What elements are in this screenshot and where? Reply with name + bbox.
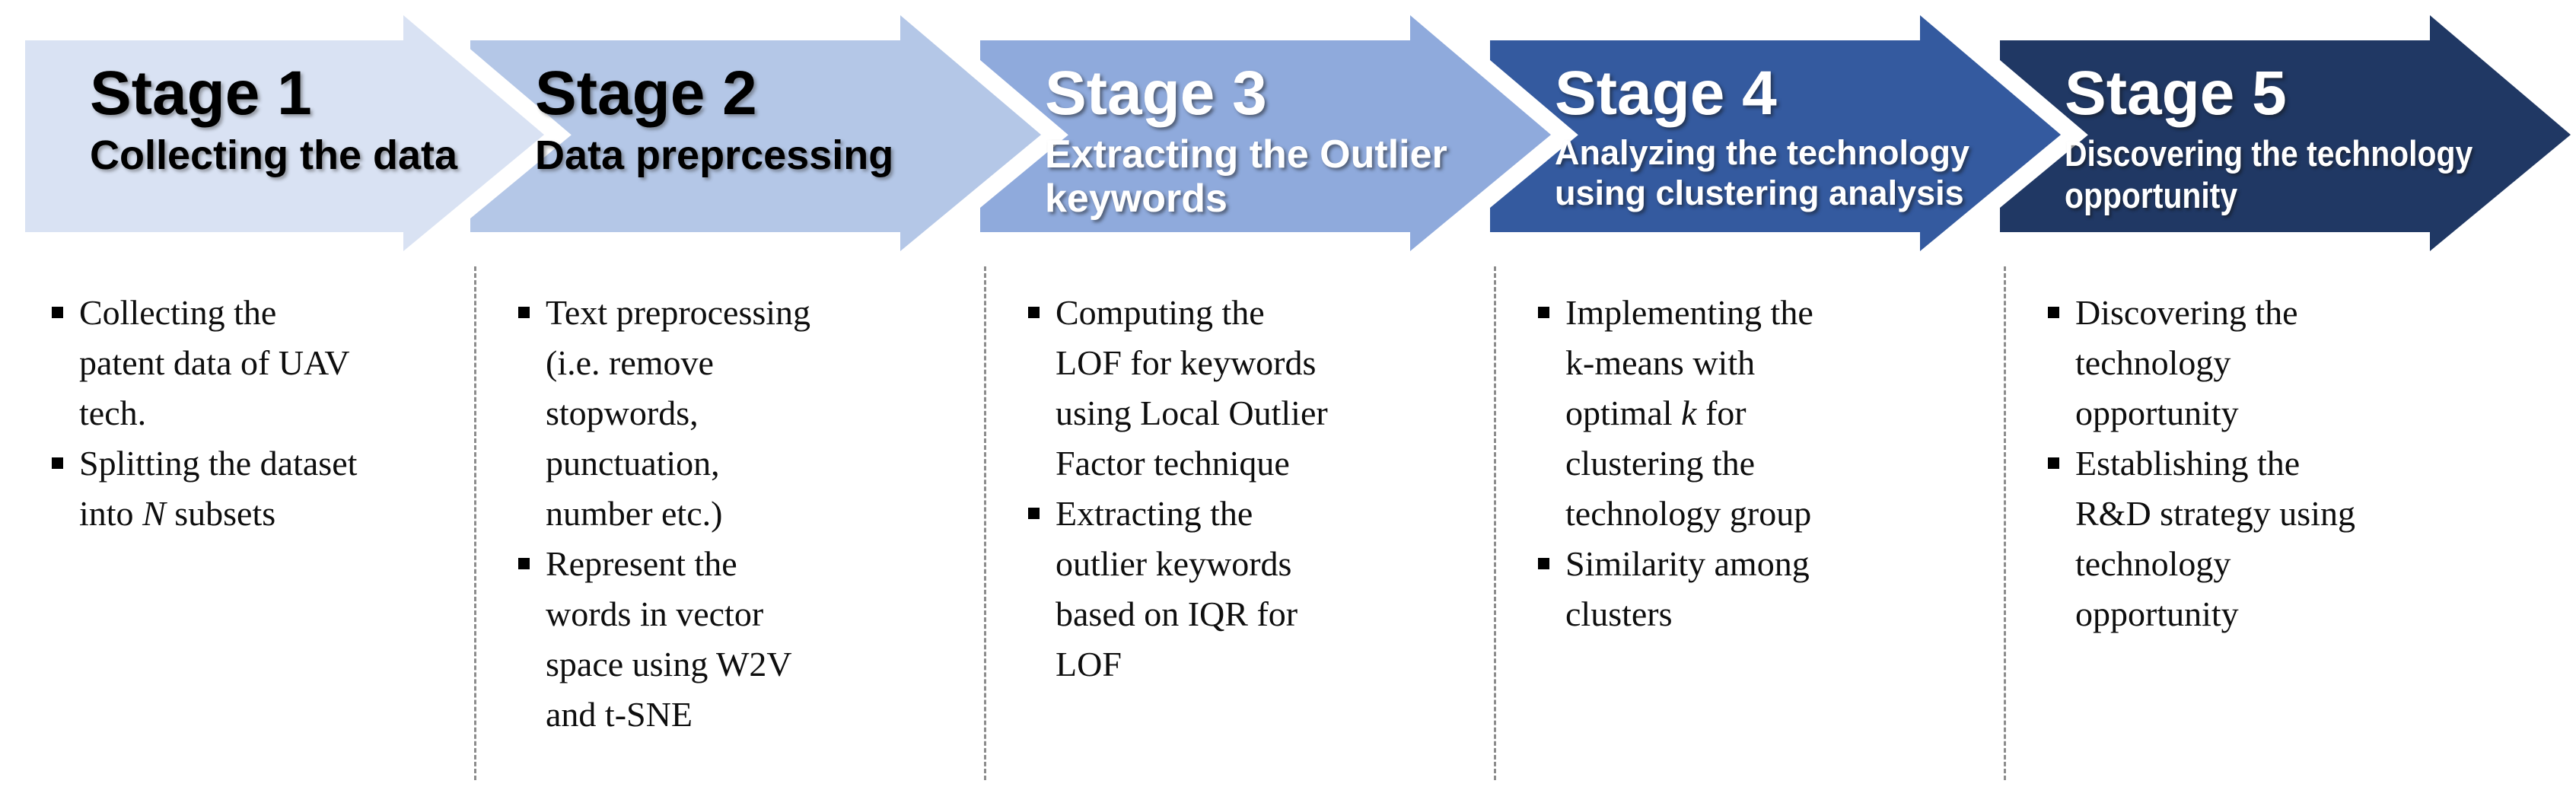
bullet-line: Splitting the dataset — [79, 444, 358, 483]
bullet-line: Collecting the — [79, 293, 277, 332]
stage-detail-columns: Collecting the patent data of UAV tech. Spl… — [0, 266, 2576, 780]
bullet-item: Splitting the dataset into N subsets — [52, 438, 459, 539]
bullet-line: stopwords, — [546, 394, 699, 432]
bullet-item: Collecting the patent data of UAV tech. — [52, 288, 459, 438]
bullet-line: Represent the — [546, 544, 737, 583]
bullet-line: LOF — [1056, 645, 1122, 683]
bullet-line: space using W2V — [546, 645, 792, 683]
stage-4-arrow — [1473, 0, 2088, 274]
stage-5-arrow — [1982, 0, 2576, 274]
bullet-square-icon — [1028, 508, 1040, 519]
bullet-square-icon — [1028, 307, 1040, 318]
bullet-line: opportunity — [2075, 594, 2239, 633]
bullet-square-icon — [518, 558, 530, 569]
bullet-line: LOF for keywords — [1056, 343, 1317, 382]
bullet-item: Discovering the technology opportunity — [2048, 288, 2561, 438]
stage-4-bullets: Implementing the k-means with optimal k fo… — [1494, 266, 2004, 780]
stage-2-arrow — [453, 0, 1068, 274]
bullet-line: tech. — [79, 394, 147, 432]
bullet-line: technology group — [1565, 494, 1812, 533]
bullet-item: Represent the words in vector space using … — [518, 539, 969, 740]
bullet-square-icon — [2048, 457, 2059, 469]
bullet-line: patent data of UAV — [79, 343, 350, 382]
bullet-line: clustering the — [1565, 444, 1756, 483]
bullet-line: using Local Outlier — [1056, 394, 1328, 432]
bullet-square-icon — [52, 457, 63, 469]
stage-2-bullets: Text preprocessing (i.e. remove stopwords,… — [474, 266, 984, 780]
bullet-line: optimal k for — [1565, 394, 1747, 432]
bullet-line: Implementing the — [1565, 293, 1813, 332]
stage-arrows — [8, 0, 2576, 274]
bullet-text: Represent the words in vector space using … — [546, 539, 792, 740]
bullet-text: Splitting the dataset into N subsets — [79, 438, 357, 539]
bullet-square-icon — [1538, 307, 1549, 318]
bullet-item: Implementing the k-means with optimal k fo… — [1538, 288, 1989, 539]
bullet-text: Discovering the technology opportunity — [2075, 288, 2298, 438]
bullet-line: into N subsets — [79, 494, 276, 533]
bullet-square-icon — [2048, 307, 2059, 318]
bullet-line: punctuation, — [546, 444, 720, 483]
bullet-line: based on IQR for — [1056, 594, 1298, 633]
bullet-line: outlier keywords — [1056, 544, 1292, 583]
bullet-line: clusters — [1565, 594, 1673, 633]
bullet-text: Text preprocessing (i.e. remove stopwords,… — [546, 288, 810, 539]
bullet-item: Similarity among clusters — [1538, 539, 1989, 639]
stage-1-bullets: Collecting the patent data of UAV tech. Spl… — [0, 266, 474, 780]
bullet-text: Similarity among clusters — [1565, 539, 1810, 639]
bullet-line: Similarity among — [1565, 544, 1810, 583]
bullet-line: Factor technique — [1056, 444, 1290, 483]
bullet-line: number etc.) — [546, 494, 723, 533]
bullet-text: Extracting the outlier keywords based on I… — [1056, 489, 1298, 690]
bullet-text: Implementing the k-means with optimal k fo… — [1565, 288, 1813, 539]
bullet-square-icon — [518, 307, 530, 318]
bullet-item: Text preprocessing (i.e. remove stopwords,… — [518, 288, 969, 539]
stage-1-arrow — [8, 0, 572, 274]
bullet-line: k-means with — [1565, 343, 1756, 382]
bullet-text: Collecting the patent data of UAV tech. — [79, 288, 350, 438]
bullet-line: Computing the — [1056, 293, 1265, 332]
stage-3-arrow — [963, 0, 1578, 274]
bullet-square-icon — [52, 307, 63, 318]
bullet-line: technology — [2075, 544, 2231, 583]
bullet-item: Extracting the outlier keywords based on I… — [1028, 489, 1479, 690]
bullet-line: Text preprocessing — [546, 293, 811, 332]
bullet-line: (i.e. remove — [546, 343, 714, 382]
bullet-line: R&D strategy using — [2075, 494, 2355, 533]
bullet-line: words in vector — [546, 594, 764, 633]
bullet-line: and t-SNE — [546, 695, 693, 734]
bullet-line: opportunity — [2075, 394, 2239, 432]
bullet-line: Extracting the — [1056, 494, 1253, 533]
bullet-line: technology — [2075, 343, 2231, 382]
bullet-square-icon — [1538, 558, 1549, 569]
bullet-line: Discovering the — [2075, 293, 2298, 332]
bullet-line: Establishing the — [2075, 444, 2301, 483]
